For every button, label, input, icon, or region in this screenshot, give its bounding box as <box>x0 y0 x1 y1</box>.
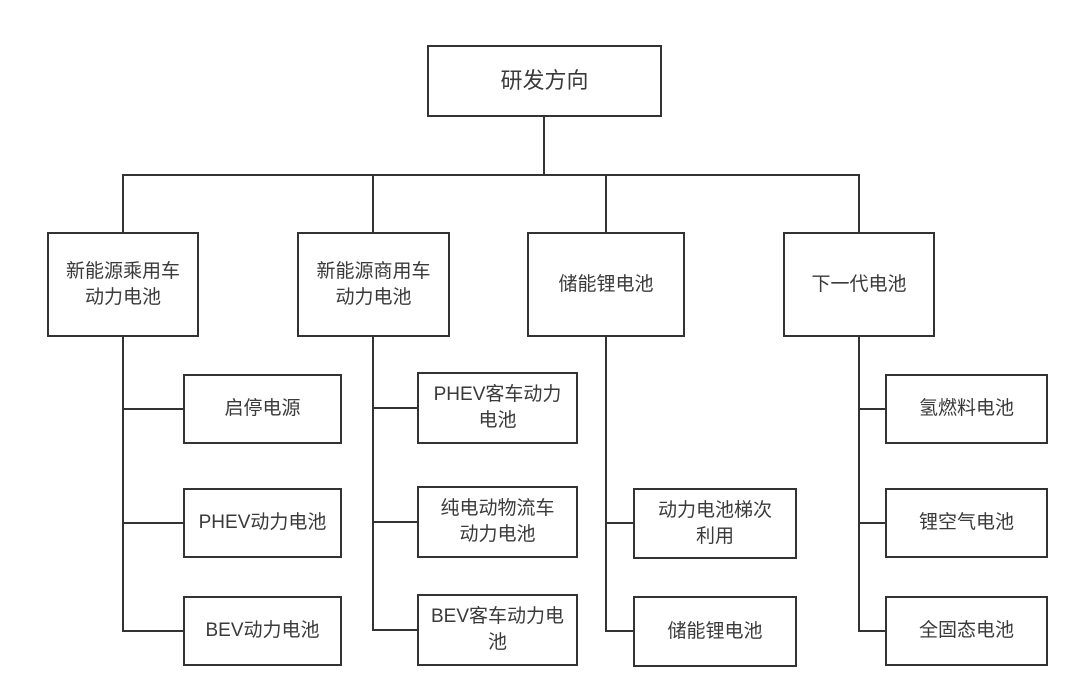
connector-spine-2 <box>372 337 374 631</box>
connector-stub-4-1 <box>858 408 885 410</box>
child-node-start-stop-power: 启停电源 <box>183 374 342 444</box>
connector-stub-2-2 <box>372 521 417 523</box>
connector-spine-3 <box>605 337 607 632</box>
connector-spine-4 <box>858 337 860 632</box>
connector-stub-2-3 <box>372 629 417 631</box>
child-node-solid-state-battery: 全固态电池 <box>885 596 1048 666</box>
connector-drop-branch-4 <box>858 174 860 232</box>
child-node-battery-echelon-use: 动力电池梯次 利用 <box>633 488 797 559</box>
connector-stub-4-3 <box>858 630 885 632</box>
connector-drop-branch-3 <box>605 174 607 232</box>
child-node-bev-bus-battery: BEV客车动力电 池 <box>417 594 578 666</box>
connector-stub-1-3 <box>122 630 183 632</box>
connector-stub-1-1 <box>122 408 183 410</box>
connector-root-stem <box>543 117 545 175</box>
connector-spine-1 <box>122 337 124 632</box>
connector-stub-3-1 <box>605 522 633 524</box>
connector-drop-branch-1 <box>122 174 124 232</box>
connector-stub-3-2 <box>605 630 633 632</box>
connector-main-rail <box>122 174 860 176</box>
child-node-hydrogen-fuel-cell: 氢燃料电池 <box>885 374 1048 444</box>
connector-drop-branch-2 <box>372 174 374 232</box>
branch-node-passenger-ev-battery: 新能源乘用车 动力电池 <box>47 232 199 337</box>
child-node-bev-power-battery: BEV动力电池 <box>183 596 342 666</box>
branch-node-next-gen-battery: 下一代电池 <box>783 232 935 337</box>
connector-stub-1-2 <box>122 522 183 524</box>
child-node-storage-li-battery: 储能锂电池 <box>633 596 797 667</box>
root-node: 研发方向 <box>427 45 662 117</box>
connector-stub-4-2 <box>858 522 885 524</box>
branch-node-commercial-ev-battery: 新能源商用车 动力电池 <box>297 232 450 337</box>
child-node-ev-logistics-battery: 纯电动物流车 动力电池 <box>417 486 578 558</box>
child-node-phev-bus-battery: PHEV客车动力 电池 <box>417 372 578 444</box>
child-node-li-air-battery: 锂空气电池 <box>885 488 1048 558</box>
connector-stub-2-1 <box>372 407 417 409</box>
child-node-phev-power-battery: PHEV动力电池 <box>183 488 342 558</box>
branch-node-storage-li-battery: 储能锂电池 <box>527 232 685 337</box>
